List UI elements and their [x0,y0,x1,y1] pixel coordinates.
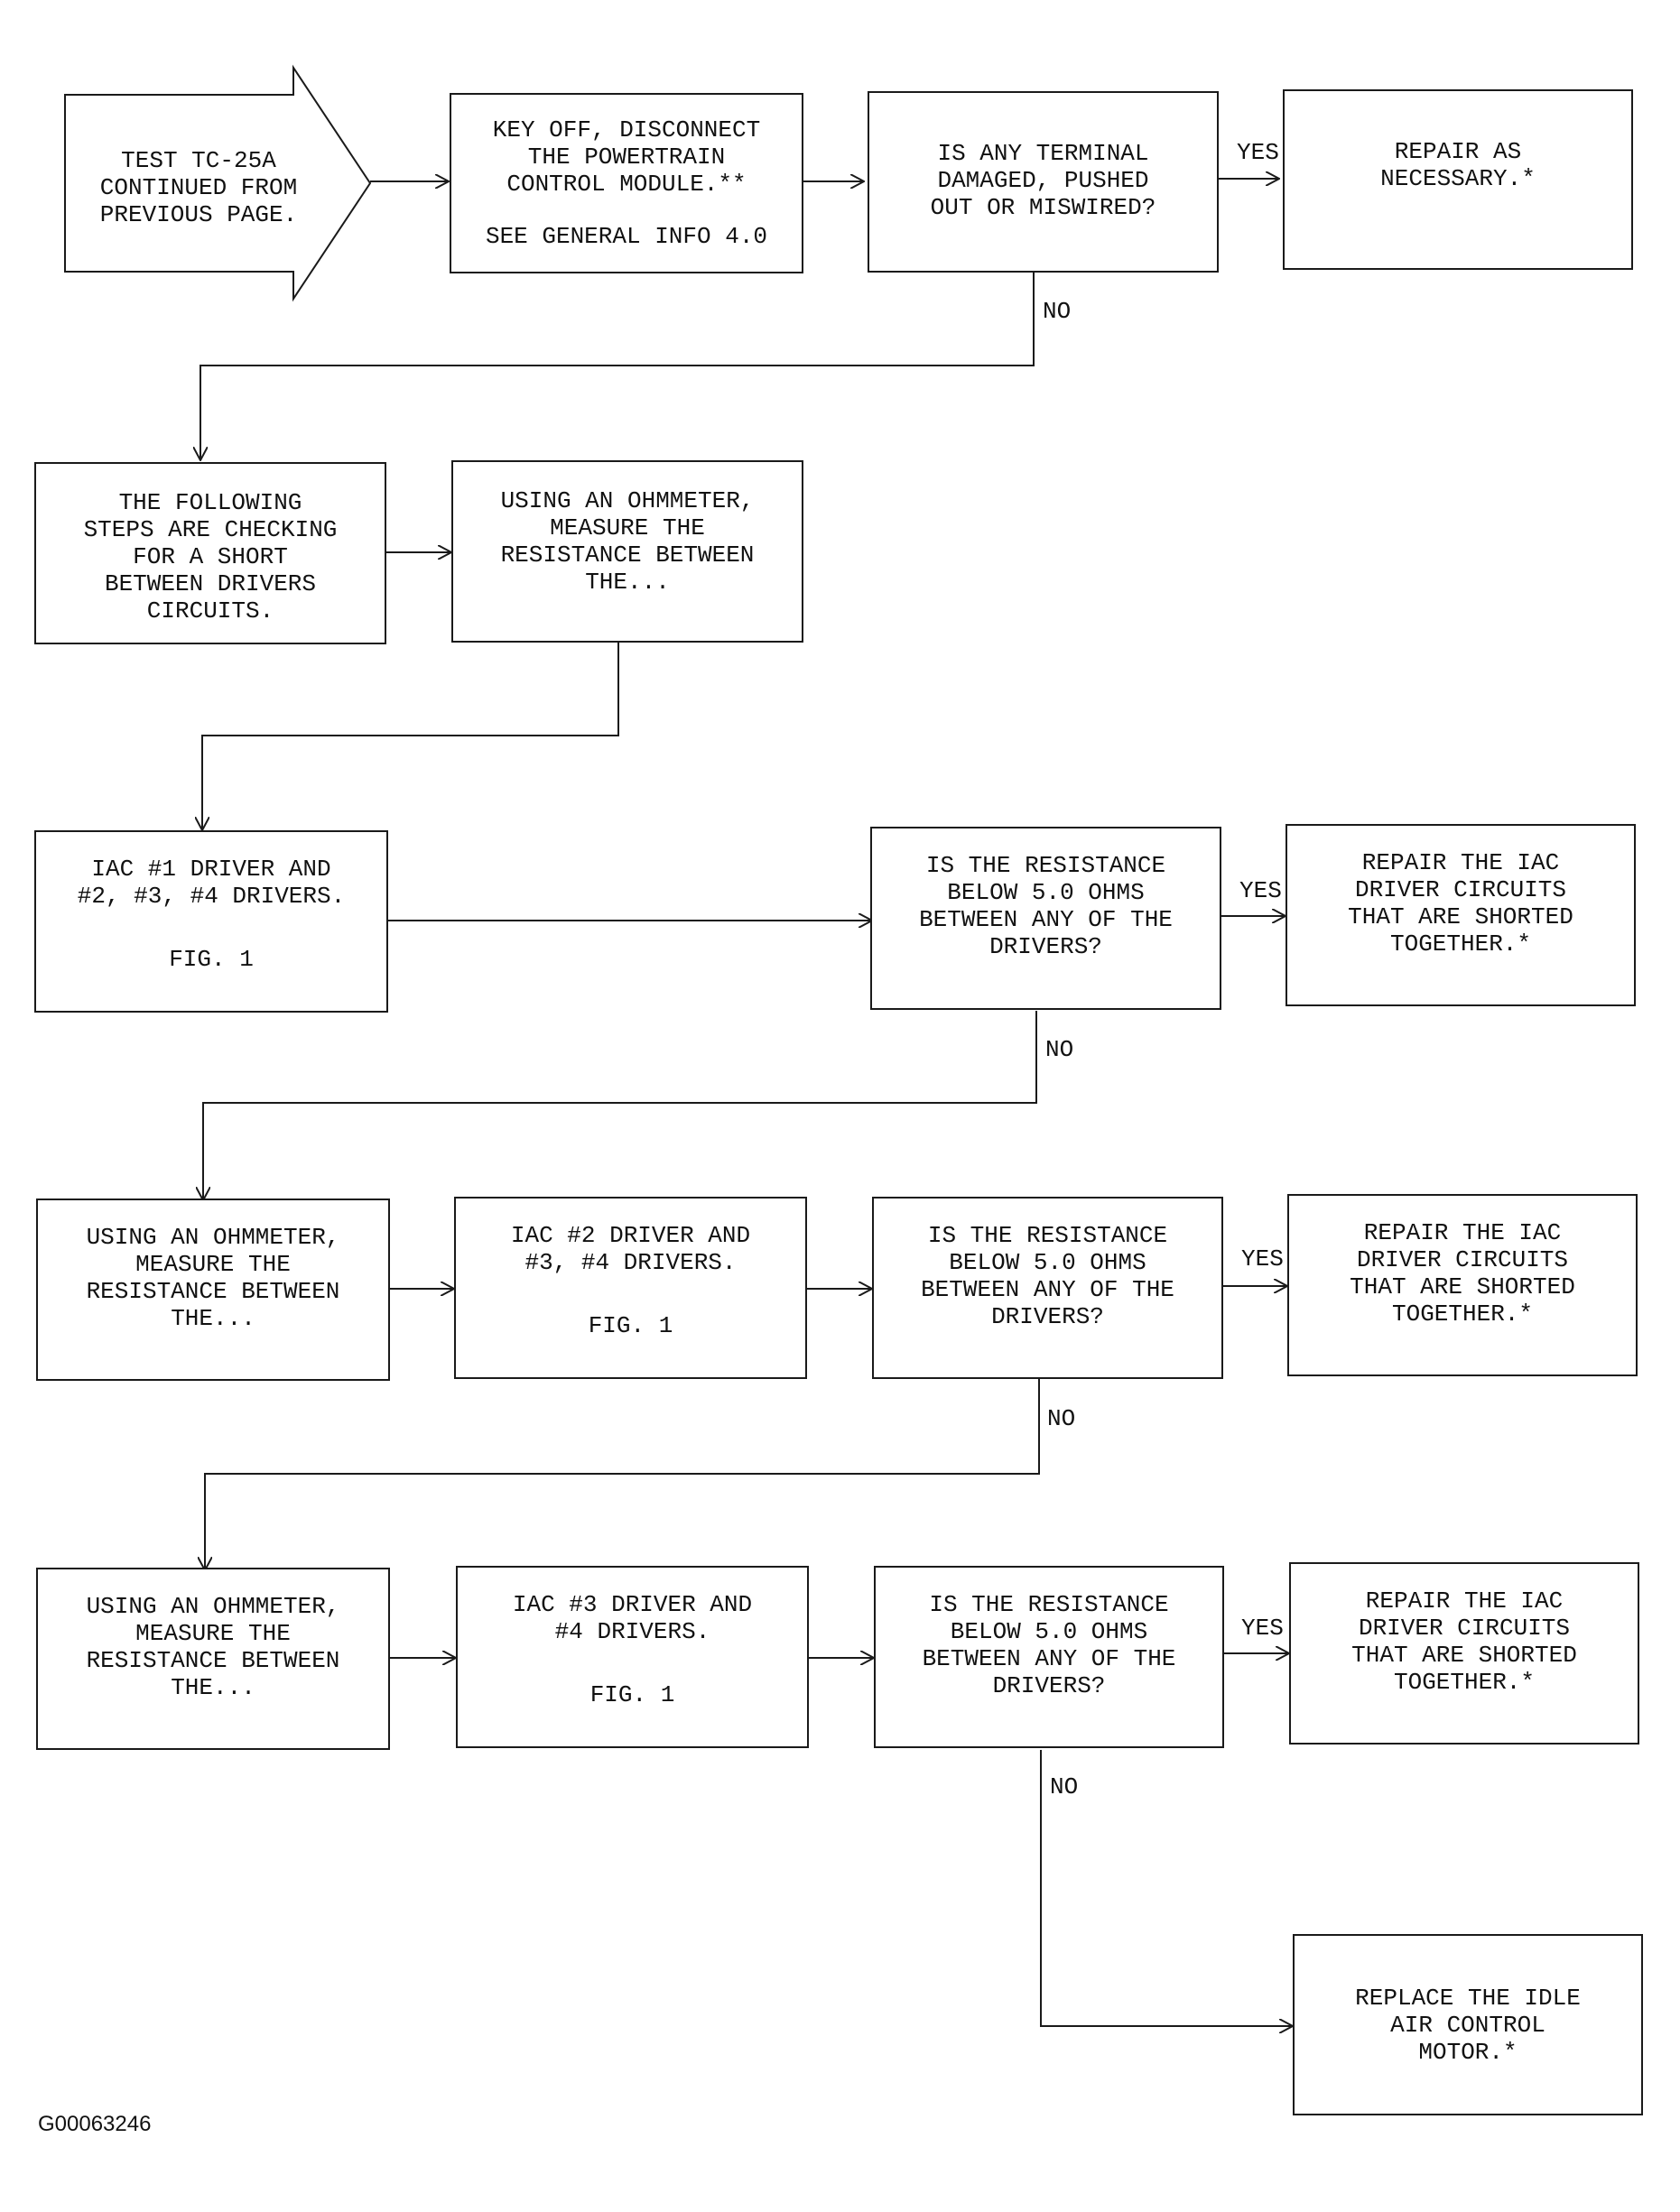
iac1-drivers-text: IAC #1 DRIVER AND #2, #3, #4 DRIVERS. [77,856,346,910]
replace-iac-motor-box: REPLACE THE IDLE AIR CONTROL MOTOR.* [1293,1934,1643,2115]
terminal-damaged-text: IS ANY TERMINAL DAMAGED, PUSHED OUT OR M… [930,140,1156,221]
measure-resistance-box-2: USING AN OHMMETER, MEASURE THE RESISTANC… [36,1199,390,1381]
iac2-drivers-text: IAC #2 DRIVER AND #3, #4 DRIVERS. [510,1222,751,1276]
measure-resistance-box-1: USING AN OHMMETER, MEASURE THE RESISTANC… [451,460,803,643]
general-info-reference: SEE GENERAL INFO 4.0 [485,223,768,250]
figure-id: G00063246 [38,2112,152,2136]
repair-shorted-box-2: REPAIR THE IAC DRIVER CIRCUITS THAT ARE … [1287,1194,1638,1376]
short-check-intro-text: THE FOLLOWING STEPS ARE CHECKING FOR A S… [83,489,338,625]
measure-resistance-text-2: USING AN OHMMETER, MEASURE THE RESISTANC… [86,1224,340,1332]
replace-iac-motor-text: REPLACE THE IDLE AIR CONTROL MOTOR.* [1355,1985,1581,2066]
short-check-intro-box: THE FOLLOWING STEPS ARE CHECKING FOR A S… [34,462,386,644]
measure-resistance-text-3: USING AN OHMMETER, MEASURE THE RESISTANC… [86,1593,340,1701]
terminal-damaged-decision: IS ANY TERMINAL DAMAGED, PUSHED OUT OR M… [868,91,1219,273]
start-label: TEST TC-25A CONTINUED FROM PREVIOUS PAGE… [99,147,298,228]
start-arrow-shape [64,64,372,302]
repair-shorted-box-1: REPAIR THE IAC DRIVER CIRCUITS THAT ARE … [1286,824,1636,1006]
iac1-drivers-box: IAC #1 DRIVER AND #2, #3, #4 DRIVERS. FI… [34,830,388,1013]
iac3-fig-ref: FIG. 1 [589,1681,675,1708]
resistance-decision-1: IS THE RESISTANCE BELOW 5.0 OHMS BETWEEN… [870,827,1221,1010]
no-label-q2: NO [1047,1405,1076,1432]
iac2-drivers-box: IAC #2 DRIVER AND #3, #4 DRIVERS. FIG. 1 [454,1197,807,1379]
no-label-q3: NO [1050,1773,1079,1800]
edge-ohm0-iac1 [202,643,619,830]
yes-label-q1: YES [1239,877,1282,904]
resistance-decision-text-1: IS THE RESISTANCE BELOW 5.0 OHMS BETWEEN… [919,852,1173,960]
measure-resistance-box-3: USING AN OHMMETER, MEASURE THE RESISTANC… [36,1568,390,1750]
yes-label-terminal: YES [1237,139,1279,166]
disconnect-pcm-text: KEY OFF, DISCONNECT THE POWERTRAIN CONTR… [492,116,761,198]
repair-shorted-text-1: REPAIR THE IAC DRIVER CIRCUITS THAT ARE … [1348,849,1573,958]
measure-resistance-text-1: USING AN OHMMETER, MEASURE THE RESISTANC… [500,487,755,596]
iac3-drivers-text: IAC #3 DRIVER AND #4 DRIVERS. [512,1591,753,1645]
iac1-fig-ref: FIG. 1 [169,946,254,973]
disconnect-pcm-box: KEY OFF, DISCONNECT THE POWERTRAIN CONTR… [450,93,803,273]
no-label-terminal: NO [1043,298,1072,325]
resistance-decision-text-2: IS THE RESISTANCE BELOW 5.0 OHMS BETWEEN… [921,1222,1174,1330]
repair-shorted-box-3: REPAIR THE IAC DRIVER CIRCUITS THAT ARE … [1289,1562,1639,1745]
repair-as-necessary-box: REPAIR AS NECESSARY.* [1283,89,1633,270]
yes-label-q3: YES [1241,1615,1284,1642]
iac3-drivers-box: IAC #3 DRIVER AND #4 DRIVERS. FIG. 1 [456,1566,809,1748]
edge-q1-no [203,1011,1037,1200]
resistance-decision-2: IS THE RESISTANCE BELOW 5.0 OHMS BETWEEN… [872,1197,1223,1379]
no-label-q1: NO [1045,1036,1074,1063]
repair-shorted-text-3: REPAIR THE IAC DRIVER CIRCUITS THAT ARE … [1351,1587,1577,1696]
iac2-fig-ref: FIG. 1 [588,1312,673,1339]
repair-as-necessary-text: REPAIR AS NECESSARY.* [1380,138,1536,192]
edge-q3-no [1040,1750,1293,2026]
resistance-decision-3: IS THE RESISTANCE BELOW 5.0 OHMS BETWEEN… [874,1566,1224,1748]
edge-terminal-no [200,273,1035,460]
edge-q2-no [205,1379,1040,1570]
repair-shorted-text-2: REPAIR THE IAC DRIVER CIRCUITS THAT ARE … [1350,1219,1575,1328]
resistance-decision-text-3: IS THE RESISTANCE BELOW 5.0 OHMS BETWEEN… [922,1591,1176,1699]
yes-label-q2: YES [1241,1245,1284,1273]
